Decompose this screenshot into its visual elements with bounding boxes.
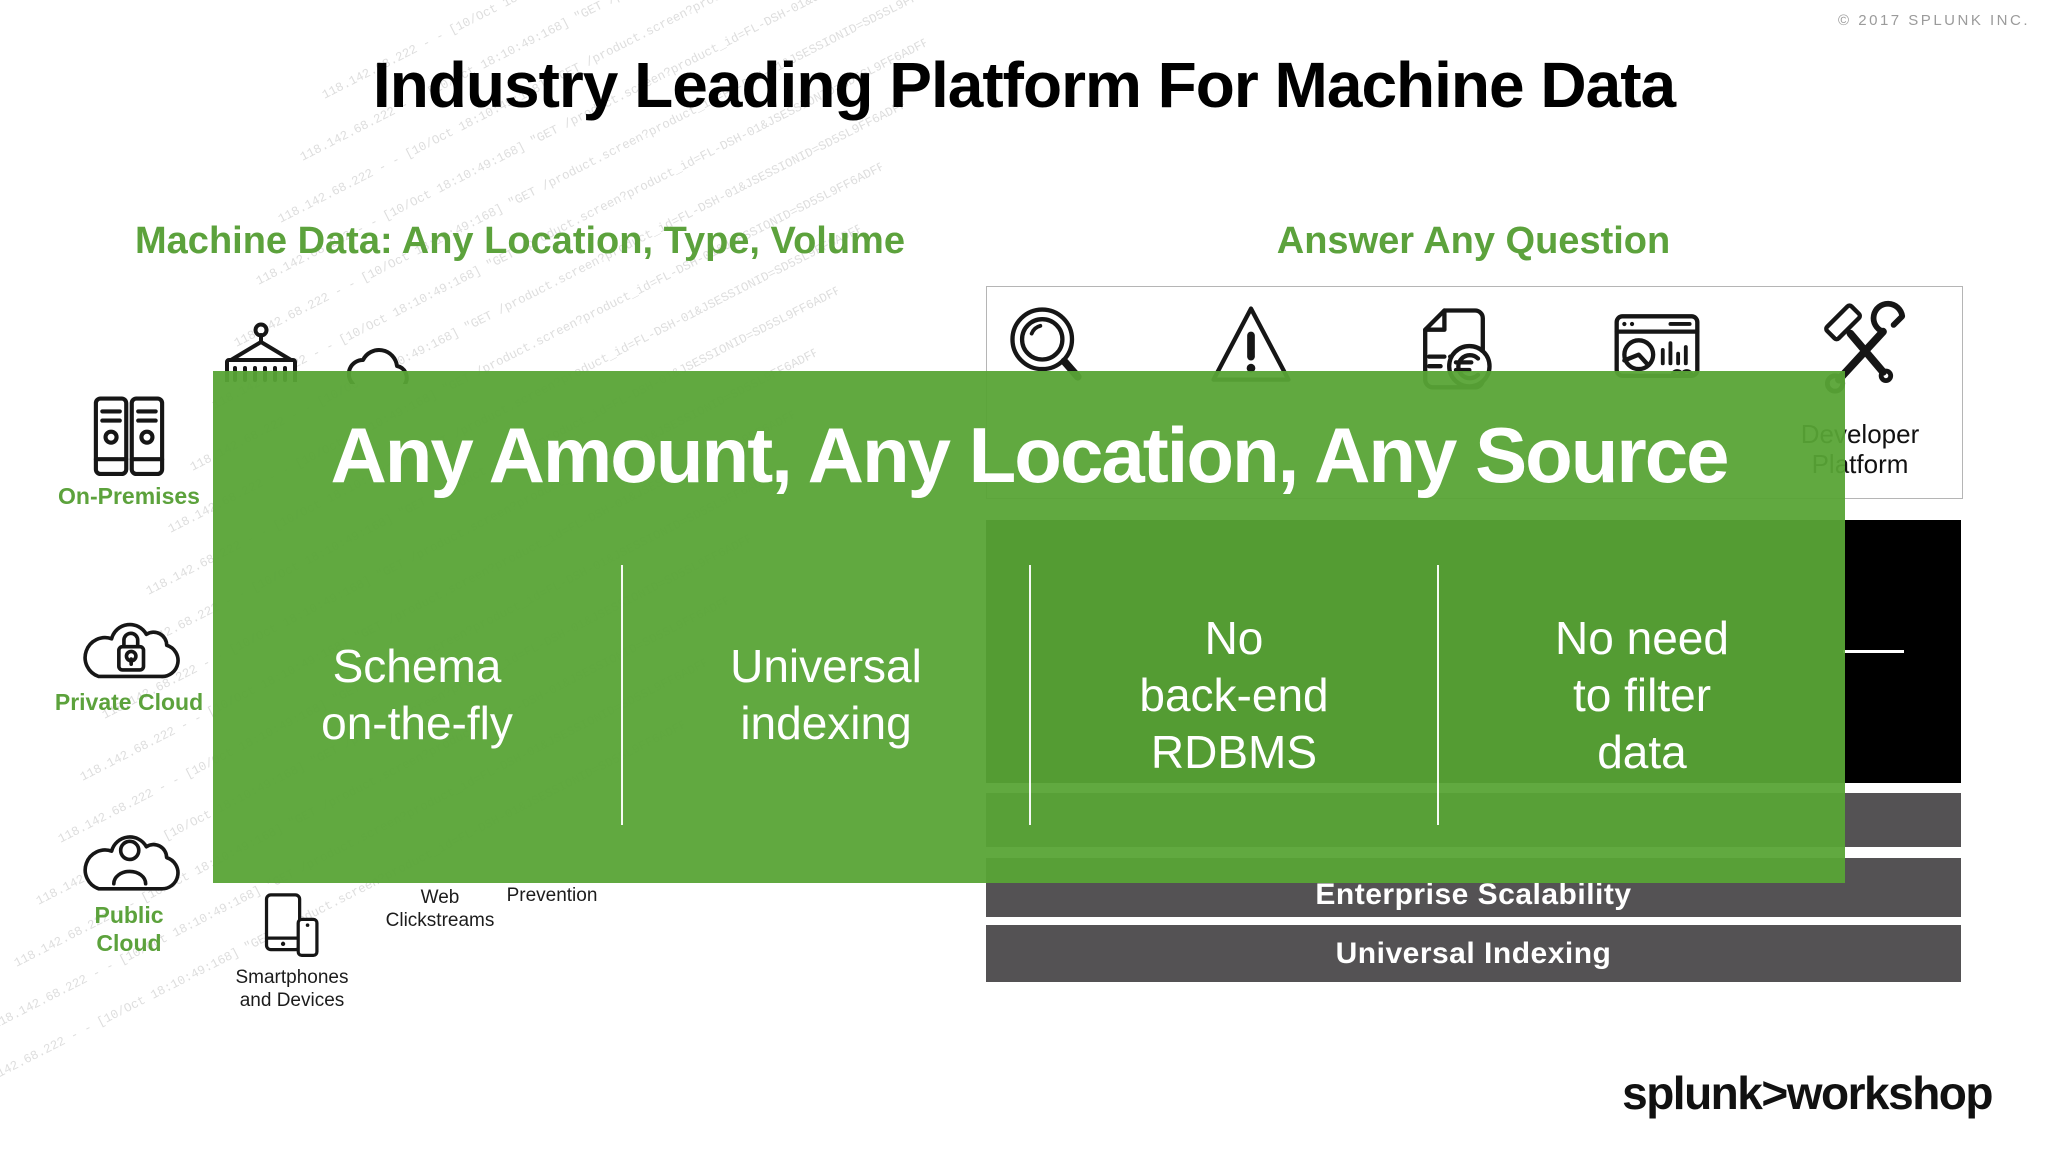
logo-chevron: > — [1761, 1067, 1788, 1119]
source-label-on-premises: On-Premises — [58, 483, 200, 509]
logo-product: workshop — [1786, 1067, 1994, 1119]
cloud-person-icon — [83, 835, 180, 891]
cloud-lock-icon — [83, 622, 180, 679]
overlay-column-no-rdbms: No back-end RDBMS — [1029, 565, 1437, 825]
overlay-column-universal-indexing: Universal indexing — [621, 565, 1029, 825]
source-label-prevention: Prevention — [506, 885, 598, 906]
tablet-phone-icon — [264, 893, 319, 957]
copyright-text: © 2017 SPLUNK INC. — [1838, 12, 2030, 29]
answer-any-question-heading: Answer Any Question — [1276, 220, 1671, 262]
splunk-workshop-logo: splunk>workshop — [1622, 1066, 1994, 1120]
source-label-web-clickstreams: Web Clickstreams — [385, 887, 495, 931]
slide-title: Industry Leading Platform For Machine Da… — [372, 49, 1676, 121]
green-overlay-panel: Any Amount, Any Location, Any Source Sch… — [213, 371, 1845, 883]
source-label-smartphones: Smartphones and Devices — [235, 967, 349, 1011]
logo-underline-fragment — [1843, 650, 1904, 653]
overlay-title: Any Amount, Any Location, Any Source — [330, 411, 1729, 499]
stack-bar-universal-indexing: Universal Indexing — [986, 925, 1961, 982]
source-label-private-cloud: Private Cloud — [54, 689, 204, 715]
overlay-column-no-filter: No need to filter data — [1437, 565, 1845, 825]
overlay-column-schema: Schema on-the-fly — [321, 640, 513, 749]
logo-brand: splunk — [1622, 1067, 1763, 1119]
overlay-columns: Schema on-the-fly Universal indexing No … — [213, 565, 1845, 825]
source-label-public-cloud: Public Cloud — [94, 902, 164, 956]
server-rack-icon — [93, 396, 165, 477]
machine-data-heading: Machine Data: Any Location, Type, Volume — [135, 220, 905, 262]
